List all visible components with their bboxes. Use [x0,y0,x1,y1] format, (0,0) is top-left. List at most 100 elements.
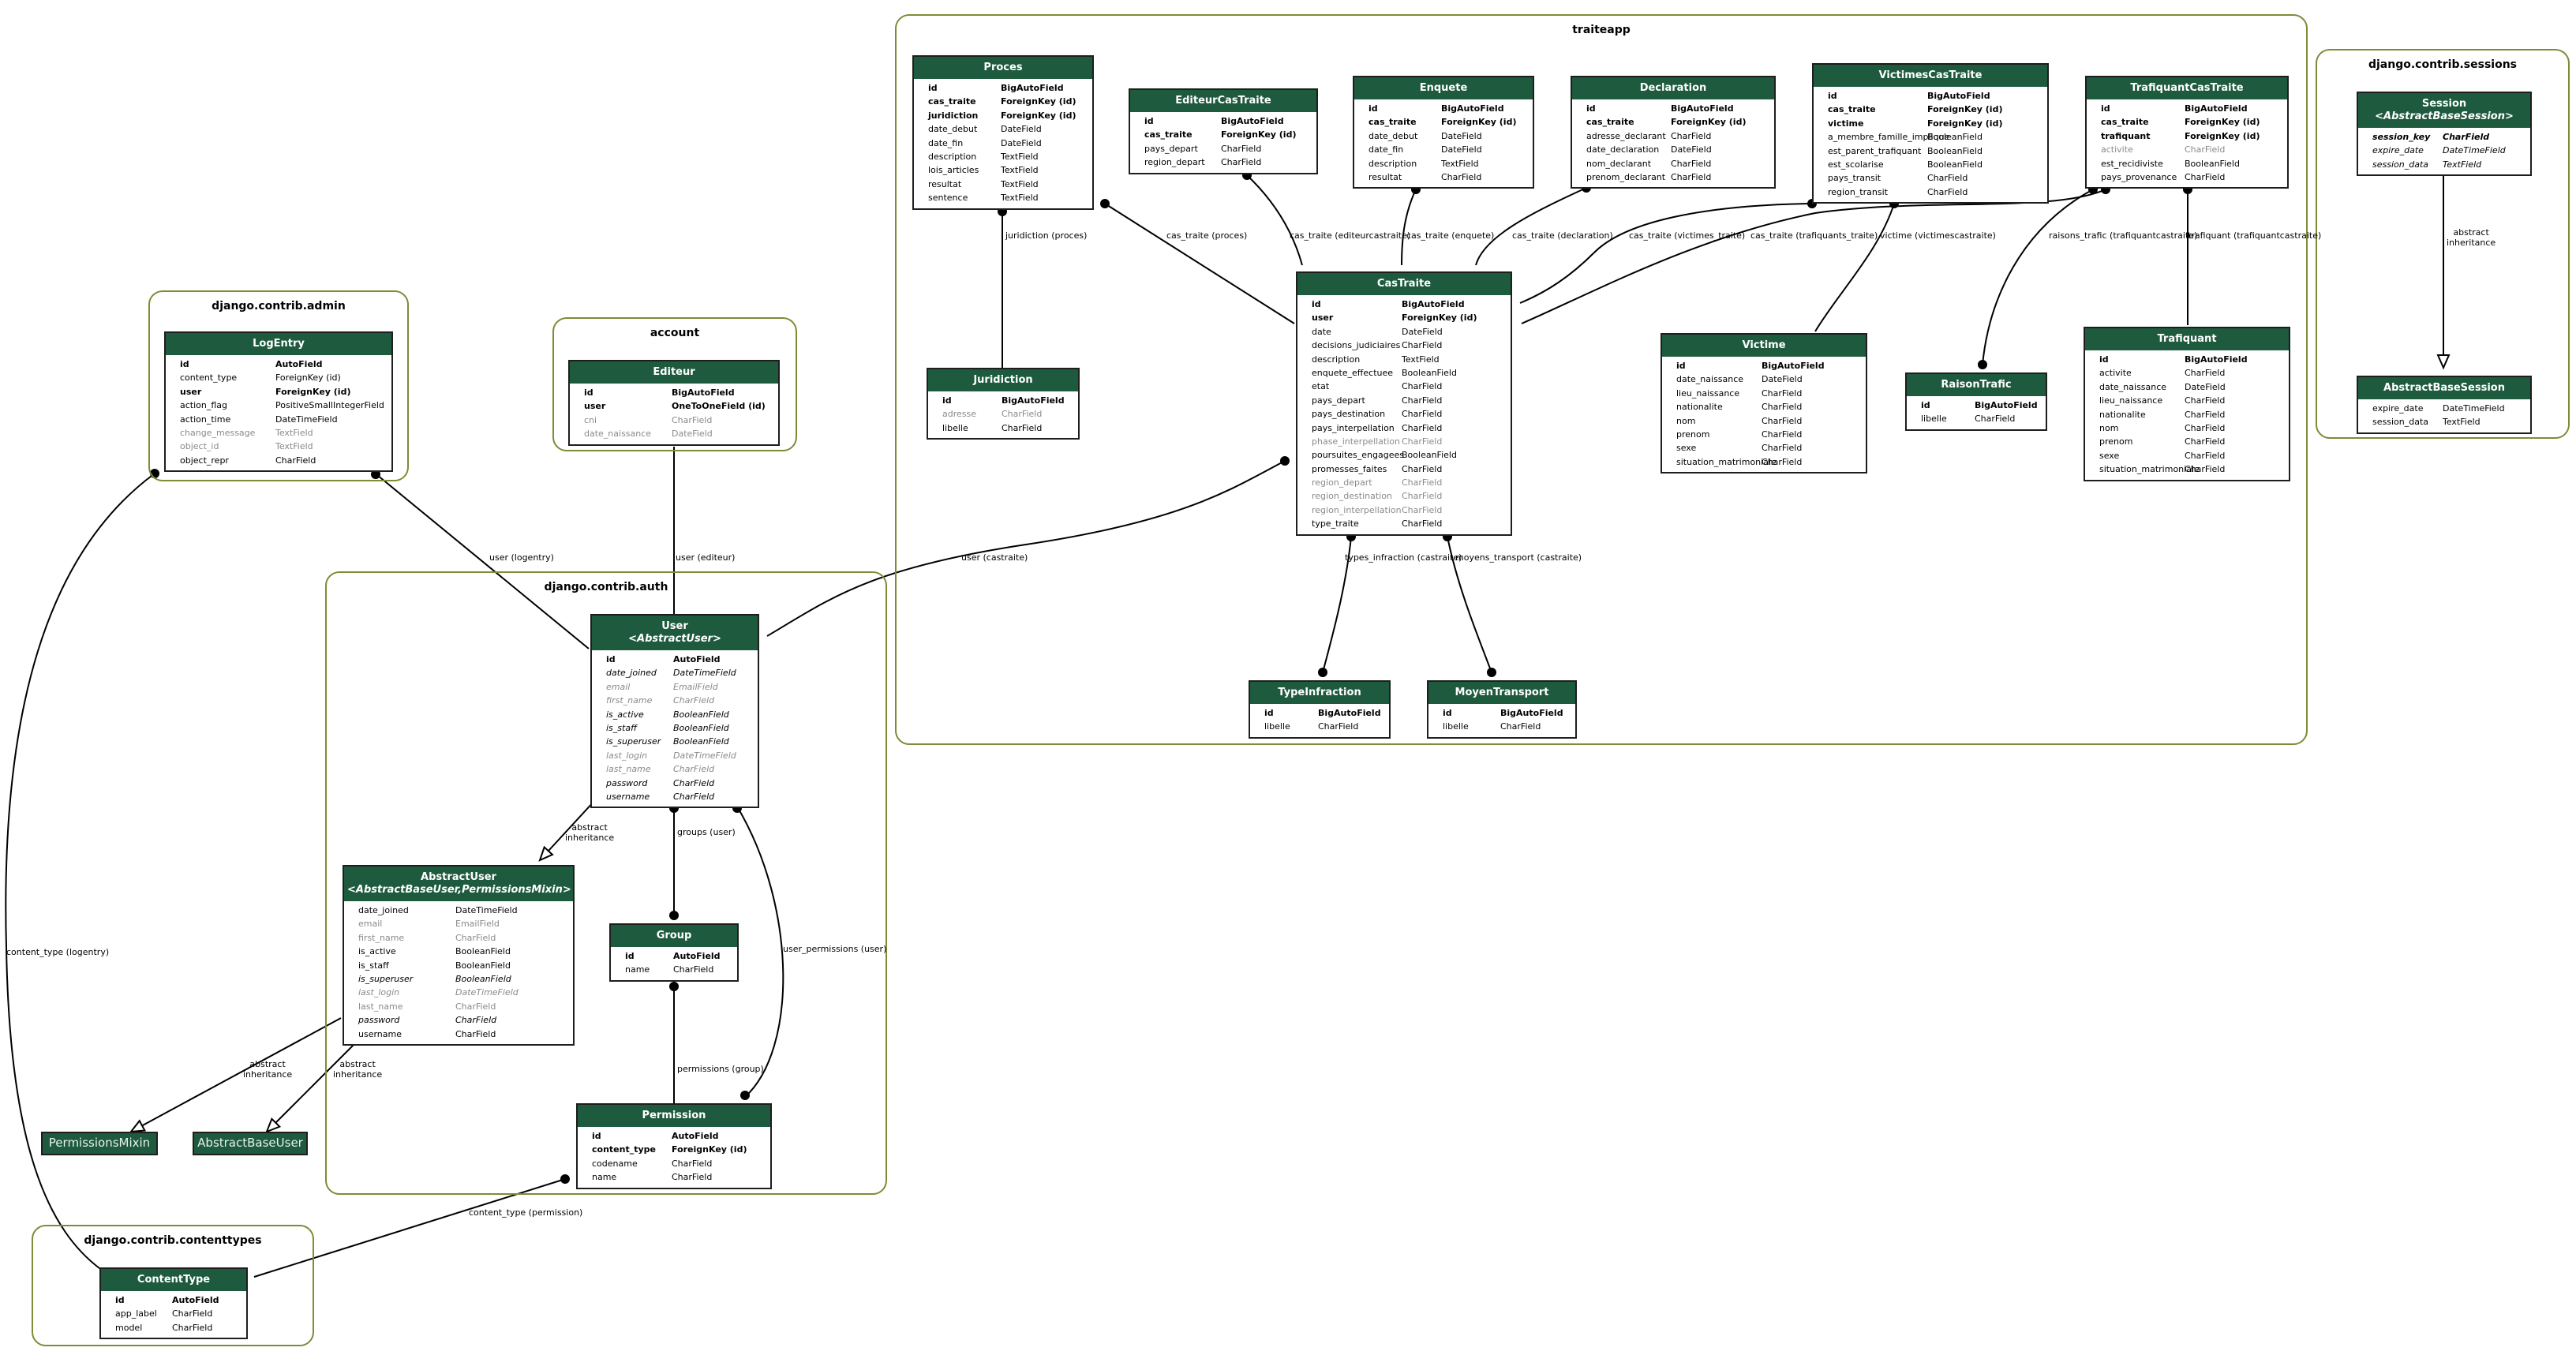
field-name: region_depart [1312,477,1372,488]
field-name: situation_matrimoniale [1676,456,1777,467]
cluster-title: traiteapp [1572,24,1631,36]
field-name: date [1312,326,1331,337]
field-type: CharField [1762,402,1803,413]
model-title: EditeurCasTraite [1175,95,1271,107]
model-title: MoyenTransport [1455,687,1549,698]
field-type: ForeignKey (id) [1001,110,1076,121]
field-type: CharField [2185,464,2226,475]
field-type: TextField [1001,151,1039,162]
field-name: username [606,791,650,802]
field-type: TextField [1402,354,1440,365]
field-name: region_interpellation [1312,504,1402,515]
field-type: DateTimeField [455,987,519,998]
field-type: ForeignKey (id) [2185,117,2260,128]
field-name: sexe [1676,443,1697,454]
model-abstractuser[interactable]: AbstractUser<AbstractBaseUser,Permission… [343,865,575,1046]
field-name: cas_traite [1144,129,1193,140]
field-name: id [1368,103,1378,114]
field-name: date_debut [928,124,978,135]
model-title: TrafiquantCasTraite [2130,82,2244,94]
field-name: cas_traite [1828,104,1876,115]
cluster-traiteapp: traiteapp [895,14,2308,745]
field-name: nom [2099,422,2119,433]
field-type: BigAutoField [1402,299,1465,309]
field-name: id [180,359,189,369]
permissionsmixin-node[interactable]: PermissionsMixin [41,1132,158,1155]
edge-label: groups (user) [677,827,736,837]
field-type: CharField [2185,450,2226,461]
field-type: CharField [2443,132,2490,142]
field-type: CharField [1762,387,1803,399]
field-name: poursuites_engagees [1312,450,1404,461]
edge-castraite-editeur [1246,174,1303,266]
fk-dot [1318,668,1327,677]
model-header: ContentType [101,1269,246,1291]
inheritance-arrow [129,1119,147,1133]
field-name: nom [1676,415,1696,426]
cluster-title: django.contrib.admin [212,300,346,313]
field-name: resultat [1368,171,1402,182]
field-type: BooleanField [1402,367,1457,378]
field-name: user [180,386,202,397]
field-name: nationalite [1676,402,1723,413]
edge-label: trafiquant (trafiquantcastraite) [2188,230,2322,241]
field-name: id [1676,361,1686,371]
cluster-auth: django.contrib.auth [325,571,887,1195]
field-name: id [1586,103,1596,114]
edge-label: user (logentry) [489,552,554,563]
edge-label: cas_traite (editeurcastraite) [1290,230,1411,241]
field-type: EmailField [455,919,500,930]
field-type: BigAutoField [1441,103,1504,114]
field-type: DateTimeField [2443,145,2506,156]
fk-dot [1280,456,1290,466]
abstractbaseuser-node[interactable]: AbstractBaseUser [193,1132,308,1155]
field-type: AutoField [172,1295,219,1305]
field-type: BigAutoField [672,387,735,398]
field-name: cas_traite [928,96,976,107]
field-type: DateField [1441,144,1482,155]
model-base-class: <AbstractBaseUser,PermissionsMixin> [347,884,571,896]
field-type: CharField [672,1172,713,1183]
